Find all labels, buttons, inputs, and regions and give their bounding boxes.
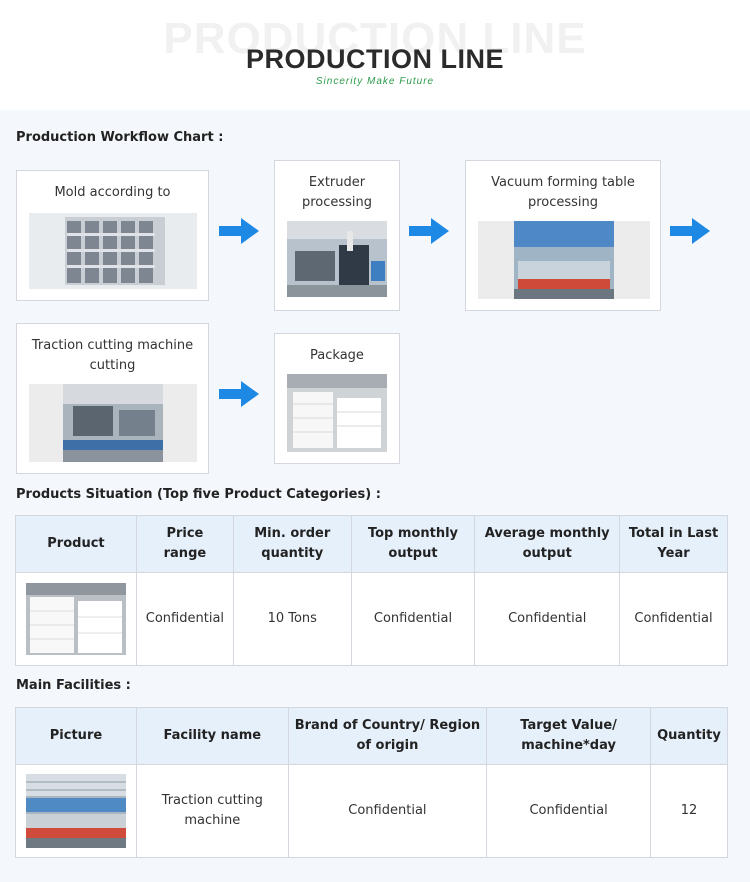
table-cell: 12 bbox=[649, 764, 729, 858]
column-header: Quantity bbox=[649, 707, 729, 765]
table-cell: Confidential bbox=[287, 764, 488, 858]
table-cell: Confidential bbox=[350, 572, 476, 666]
workflow-heading: Production Workflow Chart : bbox=[16, 130, 224, 145]
workflow-step-traction-cutting: Traction cutting machine cutting bbox=[16, 323, 209, 474]
table-cell: Confidential bbox=[474, 572, 621, 666]
workflow-step-vacuum-forming: Vacuum forming table processing bbox=[465, 160, 661, 311]
facilities-heading: Main Facilities : bbox=[16, 678, 131, 693]
packaged-boards-photo bbox=[287, 374, 387, 452]
column-header: Target Value/ machine*day bbox=[486, 707, 651, 765]
table-cell: 10 Tons bbox=[232, 572, 352, 666]
arrow-right-icon bbox=[219, 381, 259, 407]
table-cell: Traction cutting machine bbox=[135, 764, 289, 858]
table-cell: Confidential bbox=[486, 764, 651, 858]
white-boards-photo bbox=[25, 583, 126, 655]
workflow-step-package: Package bbox=[274, 333, 400, 464]
arrow-right-icon bbox=[670, 218, 710, 244]
table-row: Confidential 10 Tons Confidential Confid… bbox=[15, 572, 728, 666]
arrow-right-icon bbox=[219, 218, 259, 244]
column-header: Product bbox=[15, 515, 137, 573]
table-header-row: Picture Facility name Brand of Country/ … bbox=[15, 707, 729, 765]
table-row: Traction cutting machine Confidential Co… bbox=[15, 764, 729, 858]
table-cell: Confidential bbox=[135, 572, 234, 666]
column-header: Min. order quantity bbox=[232, 515, 352, 573]
header-watermark: PRODUCTION LINE bbox=[163, 14, 587, 63]
arrow-right-icon bbox=[409, 218, 449, 244]
table-cell: Confidential bbox=[619, 572, 728, 666]
factory-line-photo bbox=[25, 774, 126, 848]
extruder-machine-photo bbox=[287, 221, 387, 297]
column-header: Picture bbox=[15, 707, 137, 765]
workflow-step-label: Traction cutting machine cutting bbox=[31, 338, 194, 373]
column-header: Average monthly output bbox=[474, 515, 621, 573]
workflow-step-extruder: Extruder processing bbox=[274, 160, 400, 311]
page-subtitle: Sincerity Make Future bbox=[315, 76, 435, 87]
workflow-step-label: Extruder processing bbox=[301, 175, 373, 210]
workflow-step-mold: Mold according to bbox=[16, 170, 209, 301]
vacuum-forming-table-photo bbox=[478, 221, 650, 299]
page-title: PRODUCTION LINE bbox=[245, 44, 504, 74]
page-header: PRODUCTION LINE PRODUCTION LINE Sincerit… bbox=[0, 0, 750, 110]
column-header: Price range bbox=[135, 515, 234, 573]
products-heading: Products Situation (Top five Product Cat… bbox=[16, 487, 381, 502]
facility-picture-cell bbox=[15, 764, 137, 858]
warehouse-racks-photo bbox=[29, 213, 197, 289]
column-header: Top monthly output bbox=[350, 515, 476, 573]
workflow-step-label: Vacuum forming table processing bbox=[491, 175, 635, 210]
column-header: Brand of Country/ Region of origin bbox=[287, 707, 488, 765]
facilities-table: Picture Facility name Brand of Country/ … bbox=[15, 707, 729, 858]
table-header-row: Product Price range Min. order quantity … bbox=[15, 515, 728, 573]
workflow-step-label: Package bbox=[310, 348, 364, 363]
column-header: Facility name bbox=[135, 707, 289, 765]
column-header: Total in Last Year bbox=[619, 515, 728, 573]
cutting-machine-photo bbox=[29, 384, 197, 462]
product-picture-cell bbox=[15, 572, 137, 666]
workflow-step-label: Mold according to bbox=[54, 185, 171, 200]
products-table: Product Price range Min. order quantity … bbox=[15, 515, 728, 666]
